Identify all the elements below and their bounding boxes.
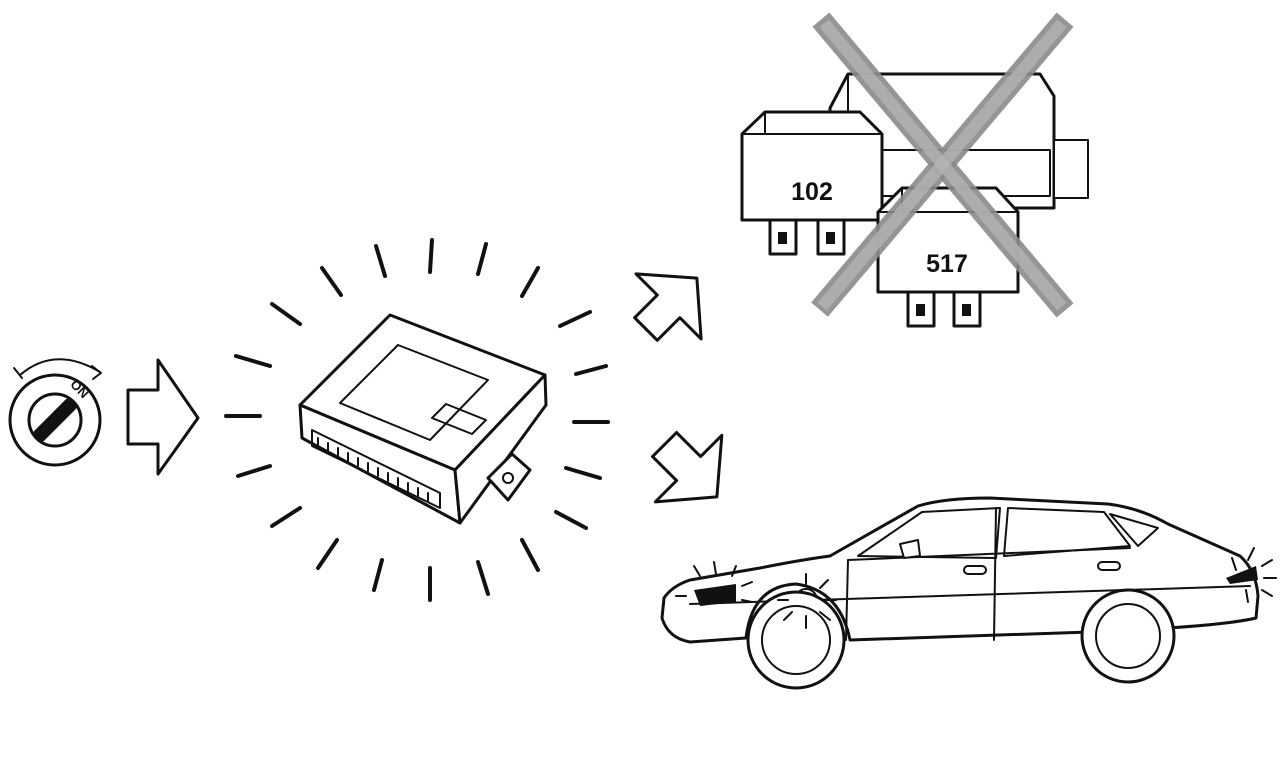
background-unit-connector [1053,139,1089,199]
control-module-label-area [339,344,489,441]
car [660,496,1277,690]
ignition-switch-ring [8,373,102,467]
car-rear-wheel [1080,588,1176,684]
side-indicator-flash-rays [777,573,837,629]
car-front-window [857,507,1001,559]
taillight-flash-rays [1231,547,1277,603]
car-door-handle-front [963,565,987,575]
rotation-arrowhead-icon [91,365,102,380]
car-front-wheel [746,590,846,690]
ignition-on-label: ON [67,377,91,401]
car-rear-window [1003,507,1131,557]
arrow-up-right-icon [633,272,703,342]
disabled-cross-icon [810,12,1074,318]
headlight-flash-rays [675,561,753,603]
relay-102-pin-2 [816,218,846,256]
rotation-arc-icon [19,358,101,376]
control-module-sticker [431,403,487,435]
relay-102-pin-1 [768,218,798,256]
relay-102: 102 [740,110,884,256]
control-module-side [453,373,548,525]
car-headlight [694,584,736,606]
relay-517-label: 517 [926,250,968,278]
control-module-connector [311,429,441,509]
mounting-hole [502,472,514,484]
control-module-mounting-tab [486,452,532,502]
ignition-switch: ON [8,358,102,467]
car-mirror [899,539,921,559]
ignition-key-slot-icon [33,398,77,442]
arrow-right-icon [126,358,200,476]
connector-pins [317,437,429,502]
relay-group: 102 517 [740,12,1089,328]
control-module [298,313,548,525]
car-taillight [1226,566,1258,584]
control-module-rays [224,238,610,602]
arrow-down-right-icon [651,431,724,504]
ignition-cylinder [27,392,83,448]
relay-102-label: 102 [791,178,833,206]
car-quarter-window [1109,513,1159,547]
car-door-handle-rear [1097,561,1121,571]
